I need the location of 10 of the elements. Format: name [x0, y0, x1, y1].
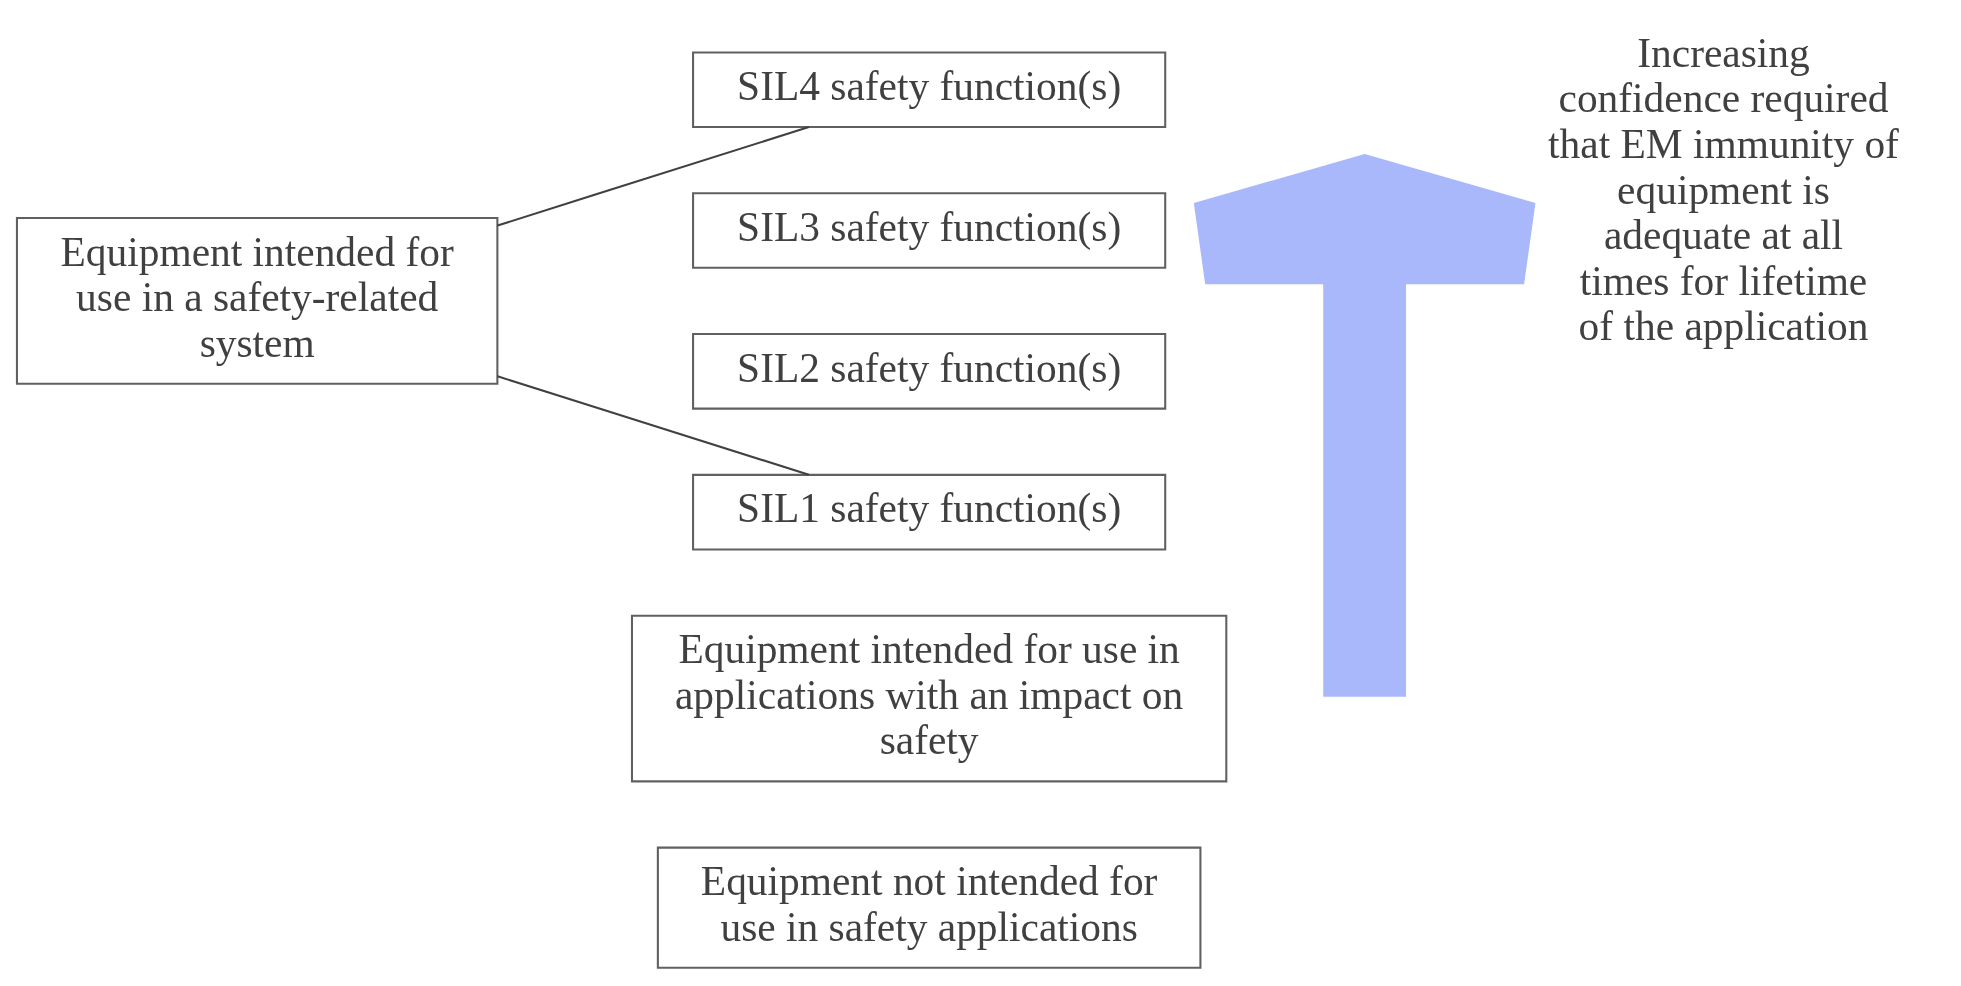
label: Increasing confidence required that EM immunity of equipment is adequate at all times for lifetime of the application	[1548, 29, 1899, 349]
node-box: Equipment not intended for use in safety applications	[656, 846, 1202, 969]
connector	[497, 125, 810, 227]
node-box: SIL1 safety function(s)	[692, 473, 1167, 550]
node-box: Equipment intended for use in applications with an impact on safety	[630, 614, 1228, 782]
connector	[497, 374, 810, 476]
node-box: SIL4 safety function(s)	[692, 50, 1167, 128]
node-box: Equipment intended for use in a safety-related system	[15, 216, 499, 385]
node-box: SIL2 safety function(s)	[692, 332, 1167, 410]
node-box: SIL3 safety function(s)	[692, 191, 1167, 269]
